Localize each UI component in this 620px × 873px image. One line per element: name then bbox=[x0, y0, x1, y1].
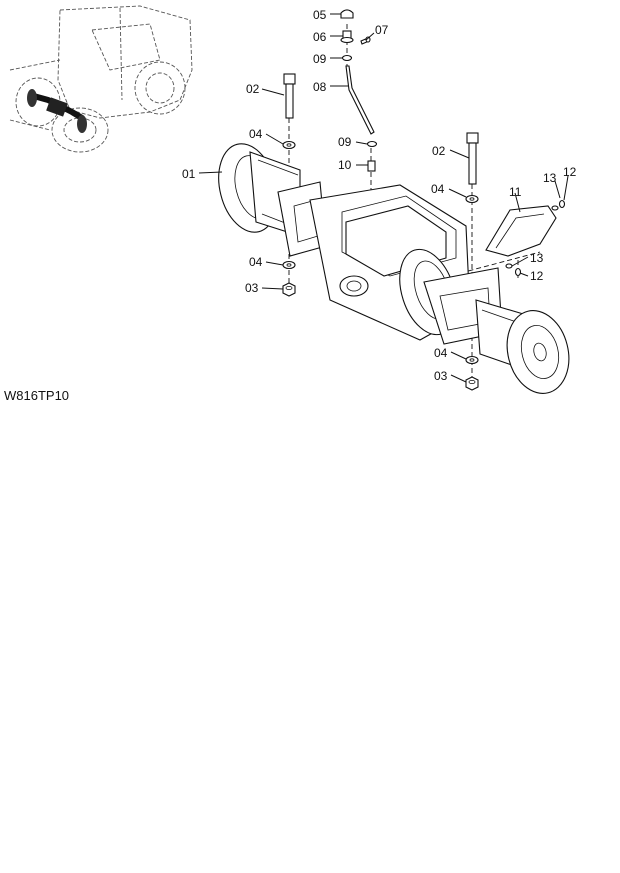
washer-right-lower bbox=[465, 355, 479, 365]
callout-06: 06 bbox=[313, 30, 327, 44]
callout-09-lower: 09 bbox=[338, 135, 352, 149]
bracket-washer-lower bbox=[505, 263, 513, 269]
washer-left-upper bbox=[282, 140, 296, 150]
bracket-washer-upper bbox=[551, 205, 559, 211]
bolt-left bbox=[283, 73, 296, 119]
callout-04-left-lower: 04 bbox=[249, 255, 263, 269]
mounting-bracket bbox=[485, 205, 557, 257]
callout-11: 11 bbox=[509, 185, 522, 199]
o-ring-lower bbox=[366, 140, 378, 148]
callout-labels: 05 06 07 09 08 02 04 09 10 01 02 13 12 1… bbox=[182, 8, 577, 383]
callout-05: 05 bbox=[313, 8, 327, 22]
callout-08: 08 bbox=[313, 80, 327, 94]
nut-right bbox=[465, 376, 479, 391]
leader-lines bbox=[198, 13, 569, 383]
callout-13-lower: 13 bbox=[530, 251, 544, 265]
bolt-right bbox=[466, 132, 479, 185]
callout-01: 01 bbox=[182, 167, 196, 181]
nut-left bbox=[282, 282, 296, 297]
callout-03-right: 03 bbox=[434, 369, 448, 383]
washer-right-upper bbox=[465, 194, 479, 204]
callout-03-left: 03 bbox=[245, 281, 259, 295]
callout-07: 07 bbox=[375, 23, 389, 37]
callout-04-right-upper: 04 bbox=[431, 182, 445, 196]
callout-04-left-upper: 04 bbox=[249, 127, 263, 141]
drawing-code: W816TP10 bbox=[4, 388, 70, 403]
callout-13-upper: 13 bbox=[543, 171, 557, 185]
callout-12-upper: 12 bbox=[563, 165, 577, 179]
washer-left-lower bbox=[282, 260, 296, 270]
callout-12-lower: 12 bbox=[530, 269, 544, 283]
bracket-screw-lower bbox=[514, 267, 522, 277]
breather-cap bbox=[340, 9, 354, 19]
machine-locator-thumbnail bbox=[9, 5, 193, 153]
callout-10: 10 bbox=[338, 158, 352, 172]
breather-hose bbox=[345, 65, 375, 135]
breather-adapter bbox=[340, 30, 354, 44]
axle-assembly bbox=[218, 143, 570, 394]
o-ring-upper bbox=[341, 54, 353, 62]
bracket-screw-upper bbox=[558, 199, 566, 209]
callout-09-upper: 09 bbox=[313, 52, 327, 66]
hose-fitting bbox=[367, 160, 376, 172]
callout-02-right: 02 bbox=[432, 144, 446, 158]
callout-02-left: 02 bbox=[246, 82, 260, 96]
callout-04-right-lower: 04 bbox=[434, 346, 448, 360]
